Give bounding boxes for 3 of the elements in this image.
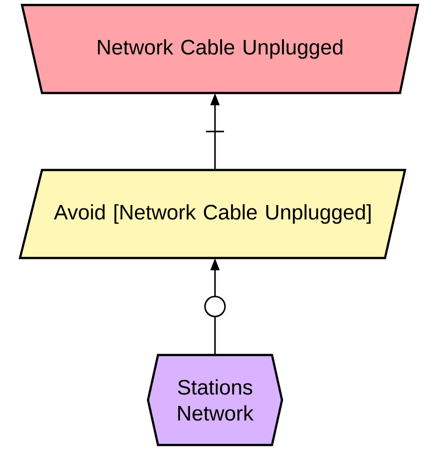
goal-parallelogram: Avoid [Network Cable Unplugged]	[18, 168, 406, 260]
obstacle-parallelogram: Network Cable Unplugged	[20, 4, 420, 94]
agent-hexagon: Stations Network	[146, 354, 284, 446]
